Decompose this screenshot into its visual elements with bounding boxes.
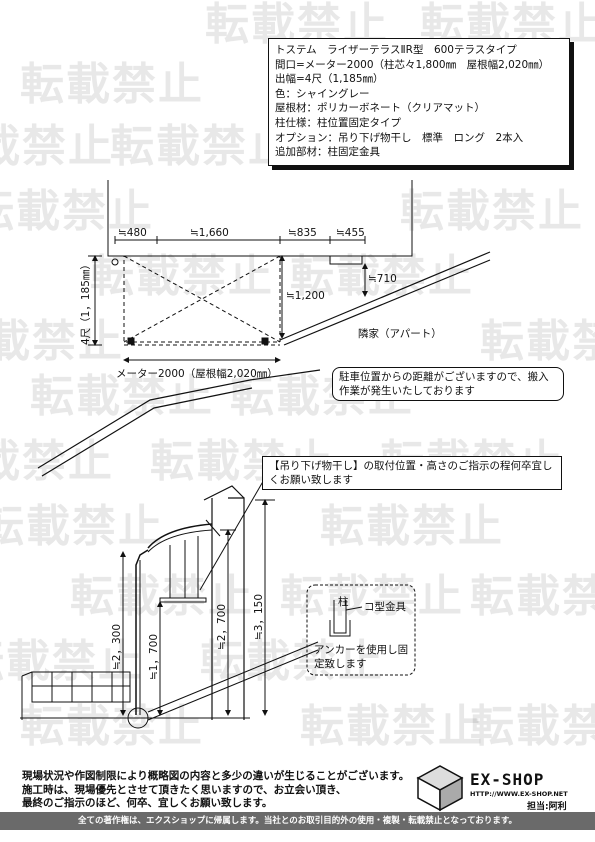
dim-1700: ≒1，700 bbox=[148, 633, 160, 680]
dim-835: ≒835 bbox=[288, 227, 317, 239]
dim-455: ≒455 bbox=[336, 227, 365, 239]
terrace-plan-frame bbox=[123, 255, 281, 343]
section-roof bbox=[147, 523, 213, 549]
detail-post-label: 柱 bbox=[338, 596, 349, 608]
plan-diagonal bbox=[123, 255, 281, 343]
brand-name: EX-SHOP bbox=[470, 770, 545, 789]
detail-box bbox=[306, 584, 416, 676]
hanger-note: 【吊り下げ物干し】の取付位置・高さのご指示の程何卒宜しくお願い致します bbox=[262, 456, 562, 490]
detail-bracket bbox=[329, 620, 351, 637]
ex-shop-logo-icon bbox=[416, 765, 464, 812]
width-label: メーター2000（屋根幅2,020㎜） bbox=[116, 368, 278, 380]
spec-line: トステム ライザーテラスⅡR型 600テラスタイプ bbox=[275, 44, 517, 56]
parking-note: 駐車位置からの距離がございますので、搬入作業が発生いたしております bbox=[332, 367, 564, 401]
hanger-bar bbox=[159, 597, 207, 603]
spec-line: 屋根材：ポリカーボネート（クリアマット） bbox=[275, 102, 485, 115]
spec-line: 出幅=4尺（1,185㎜） bbox=[275, 73, 384, 86]
disclaimer-line: 施工時は、現場優先とさせて頂きたく思いますので、お立会い頂き、 bbox=[22, 783, 347, 796]
window-box bbox=[329, 255, 363, 265]
dim-480: ≒480 bbox=[118, 227, 147, 239]
neighbor-label: 隣家（アパート） bbox=[358, 328, 442, 340]
disclaimer: 現場状況や作図制限により概略図の内容と多少の違いが生じることがございます。 施工… bbox=[22, 770, 409, 811]
spec-line: オプション：吊り下げ物干し 標準 ロング 2本入 bbox=[275, 131, 524, 144]
spec-line: 柱仕様：柱位置固定タイプ bbox=[275, 116, 401, 129]
dim-1660: ≒1,660 bbox=[190, 227, 229, 239]
post-base bbox=[127, 337, 135, 345]
spec-line: 追加部材：柱固定金具 bbox=[275, 146, 380, 159]
house-wall-outline bbox=[107, 180, 413, 257]
detail-bracket-label: コ型金具 bbox=[364, 601, 406, 613]
post-marker bbox=[111, 258, 119, 266]
dim-710: ≒710 bbox=[368, 273, 397, 285]
spec-line: 色：シャイングレー bbox=[275, 87, 370, 100]
brand-url: HTTP://WWW.EX-SHOP.NET bbox=[470, 790, 568, 798]
dim-2300: ≒2，300 bbox=[111, 623, 123, 670]
plan-diagonal bbox=[123, 255, 281, 343]
spec-line: 間口=メーター2000（柱芯々1,800㎜ 屋根幅2,020㎜） bbox=[275, 58, 550, 71]
dim-3150: ≒3，150 bbox=[253, 593, 265, 640]
staff-label: 担当:阿利 bbox=[527, 802, 567, 812]
depth-label: 4尺（1，185㎜） bbox=[80, 259, 92, 345]
disclaimer-line: 現場状況や作図制限により概略図の内容と多少の違いが生じることがございます。 bbox=[22, 770, 410, 782]
detail-anchor-label: アンカーを使用し固定致します bbox=[314, 644, 409, 670]
disclaimer-line: 最終のご指示のほど、何卒、宜しくお願い致します。 bbox=[22, 797, 273, 809]
copyright-bar: 全ての著作権は、エクスショップに帰属します。当社とのお取引目的外の使用・複製・転… bbox=[0, 812, 595, 830]
detail-callout-circle bbox=[127, 707, 149, 729]
block-wall bbox=[31, 671, 131, 703]
dim-2700: ≒2，700 bbox=[216, 603, 228, 650]
site-boundary bbox=[37, 369, 321, 469]
detail-post bbox=[333, 600, 347, 634]
section-post bbox=[135, 549, 149, 715]
boundary-line bbox=[279, 251, 491, 341]
post-base bbox=[261, 337, 269, 345]
spec-box: トステム ライザーテラスⅡR型 600テラスタイプ 間口=メーター2000（柱芯… bbox=[268, 38, 570, 166]
dim-1200: ≒1,200 bbox=[286, 290, 325, 302]
